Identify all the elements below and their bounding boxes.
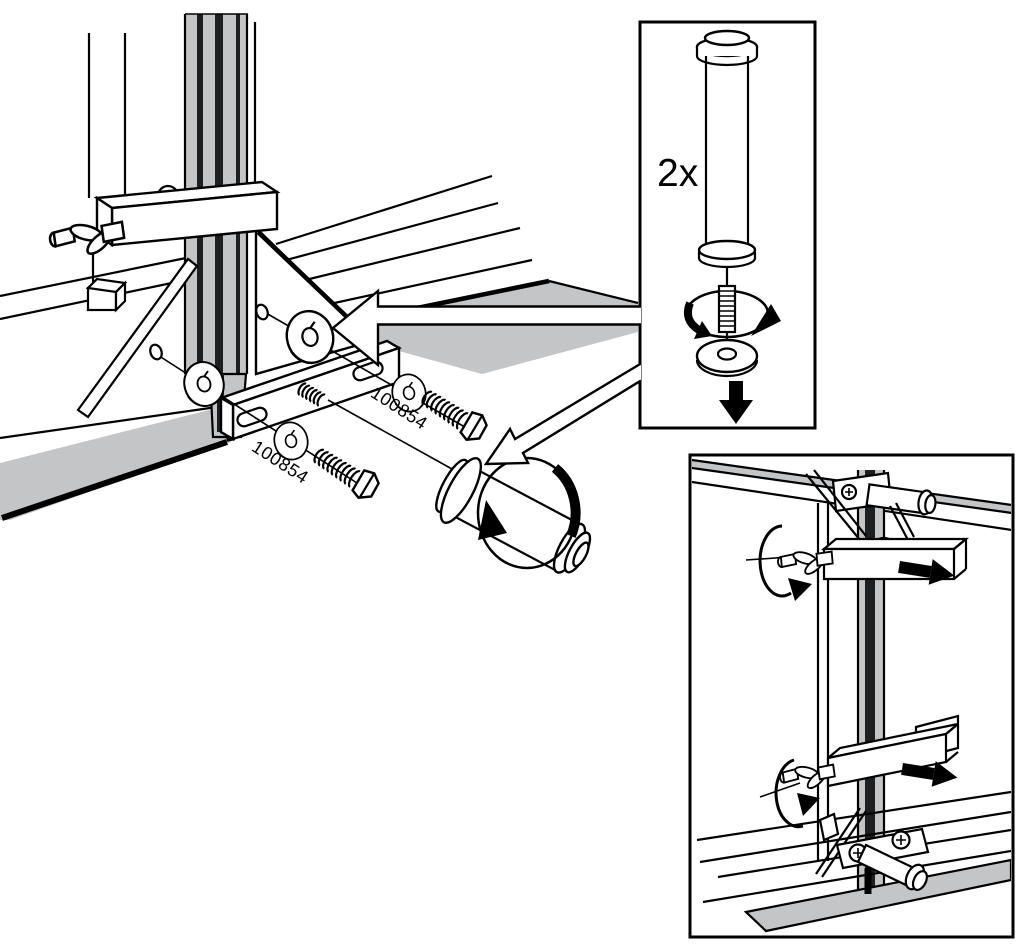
detail-callout-box: 2x <box>638 20 817 430</box>
slide-right-arrow-icon <box>898 559 955 585</box>
callout-rotation-arrow <box>683 289 781 339</box>
callout-pin <box>695 29 759 288</box>
insert-down-arrow-icon <box>719 381 753 424</box>
callout-threaded-stud <box>717 284 737 350</box>
inset-final-view <box>688 453 1015 939</box>
pilot-hole <box>149 343 163 361</box>
callout-washer <box>695 338 759 378</box>
bar-slot <box>236 406 268 428</box>
slide-right-arrow-icon <box>901 761 958 787</box>
rotate-direction-arrow <box>476 456 581 570</box>
main-assembly-view: 100854 100854 <box>0 13 639 574</box>
callout-pointer-arrow-washer <box>331 288 641 368</box>
sill-block <box>85 277 128 313</box>
inset-upper-clamp <box>820 537 970 581</box>
pilot-hole <box>255 303 269 321</box>
inset-border <box>688 453 1015 939</box>
diagonal-brace <box>76 257 199 419</box>
inset-bottom-bracket <box>815 807 930 891</box>
inset-top-bracket <box>805 469 937 554</box>
hex-screw <box>307 440 384 505</box>
callout-pointer-arrow-handle <box>483 362 642 466</box>
threaded-stud <box>297 382 326 407</box>
inset-upper-rotation-arrow <box>758 524 812 601</box>
clamp-bracket <box>93 180 281 248</box>
wing-bolt <box>46 214 128 265</box>
ground-sill <box>0 408 231 521</box>
quantity-label: 2x <box>657 152 699 195</box>
